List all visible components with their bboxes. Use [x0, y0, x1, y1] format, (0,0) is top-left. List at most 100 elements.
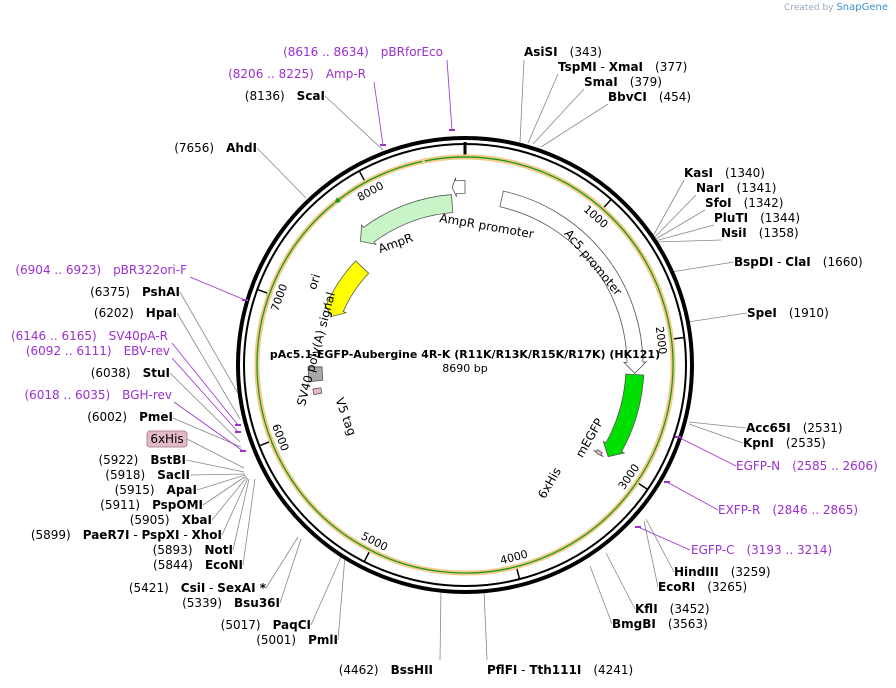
site-bsshii[interactable]: (4462)BssHII: [339, 663, 433, 677]
primer-bgh-rev[interactable]: (6018 .. 6035)BGH-rev: [24, 388, 172, 402]
site-kfli[interactable]: KflI(3452): [635, 602, 710, 616]
plasmid-length: 8690 bp: [442, 362, 487, 375]
primer-ebv-rev[interactable]: (6092 .. 6111)EBV-rev: [26, 344, 170, 358]
site-kpni[interactable]: KpnI(2535): [743, 436, 826, 450]
site-smai[interactable]: SmaI(379): [584, 75, 662, 89]
site-asisi[interactable]: AsiSI(343): [524, 45, 602, 59]
feature-sv40-poly-a-signal[interactable]: [307, 366, 324, 383]
primer-leader: [173, 401, 244, 452]
site-pspomi[interactable]: (5911)PspOMI: [100, 498, 203, 512]
leader-line: [189, 473, 246, 476]
leader-line: [242, 478, 256, 566]
site-scai[interactable]: (8136)ScaI: [245, 89, 325, 103]
site-bbvci[interactable]: BbvCI(454): [608, 90, 691, 104]
tick-mark: [259, 440, 271, 447]
leader-line: [202, 475, 247, 506]
leader-line: [688, 421, 747, 429]
primer-leader: [666, 481, 719, 511]
site-hpai[interactable]: (6202)HpaI: [94, 306, 177, 320]
site-bspdi-clai[interactable]: BspDI - ClaI(1660): [734, 255, 863, 269]
primer-leader: [373, 81, 384, 146]
leader-line: [654, 224, 715, 242]
leader-line: [651, 179, 685, 239]
feature-chip-6xhis[interactable]: 6xHis: [150, 432, 183, 446]
feature-ac5-promoter[interactable]: [499, 190, 647, 374]
primer-pbr322ori-f[interactable]: (6904 .. 6923)pBR322ori-F: [15, 263, 187, 277]
leader-line: [279, 538, 302, 604]
site-sfoi[interactable]: SfoI(1342): [705, 196, 783, 210]
tick-mark: [257, 288, 269, 295]
primer-egfp-n[interactable]: EGFP-N(2585 .. 2606): [736, 459, 878, 473]
primer-leader: [446, 59, 453, 131]
primer-leader: [171, 342, 239, 426]
site-hindiii[interactable]: HindIII(3259): [674, 565, 771, 579]
site-bsu36i[interactable]: (5339)Bsu36I: [182, 596, 280, 610]
leader-line: [176, 312, 241, 420]
leader-line: [211, 476, 248, 521]
feature-v5-tag[interactable]: [312, 387, 323, 396]
feature-ampr-promoter[interactable]: [451, 177, 466, 197]
leader-line: [439, 589, 442, 661]
primer-exfp-r[interactable]: EXFP-R(2846 .. 2865): [718, 503, 858, 517]
site-spei[interactable]: SpeI(1910): [747, 306, 829, 320]
site-noti[interactable]: (5893)NotI: [153, 543, 233, 557]
site-acc65i[interactable]: Acc65I(2531): [746, 421, 843, 435]
tick-mark: [363, 550, 371, 563]
site-nsii[interactable]: NsiI(1358): [721, 226, 799, 240]
tick-mark: [515, 567, 521, 580]
leader-line: [687, 312, 748, 323]
feature-chip-bg: [146, 430, 188, 448]
site-ecori[interactable]: EcoRI(3265): [658, 580, 747, 594]
site-paer7i-pspxi-xhoi[interactable]: (5899)PaeR7I - PspXI - XhoI: [31, 528, 222, 542]
site-econi[interactable]: (5844)EcoNI: [153, 558, 243, 572]
leader-line: [186, 438, 245, 469]
primer-leader: [171, 357, 239, 433]
site-ahdi[interactable]: (7656)AhdI: [174, 141, 257, 155]
leader-line: [324, 95, 384, 151]
feature-label: ori: [305, 272, 323, 291]
backbone: [236, 136, 694, 594]
site-csii-sexai[interactable]: (5421)CsiI - SexAI *: [129, 581, 267, 595]
site-nari[interactable]: NarI(1341): [696, 181, 776, 195]
site-bstbi[interactable]: (5922)BstBI: [98, 453, 186, 467]
orf-arrow[interactable]: [256, 156, 674, 574]
site-pmli[interactable]: (5001)PmlI: [256, 633, 338, 647]
site-xbai[interactable]: (5905)XbaI: [130, 513, 212, 527]
feature-ori[interactable]: [323, 260, 370, 317]
leader-line: [589, 565, 613, 625]
leader-line: [653, 209, 706, 241]
site-apai[interactable]: (5915)ApaI: [115, 483, 197, 497]
primer-leader: [189, 276, 246, 301]
leader-line: [645, 518, 675, 573]
leader-line: [655, 239, 722, 243]
feature-megfp[interactable]: [602, 373, 645, 458]
leader-line: [256, 147, 307, 199]
primer-sv40pa-r[interactable]: (6146 .. 6165)SV40pA-R: [11, 329, 168, 343]
primer-egfp-c[interactable]: EGFP-C(3193 .. 3214): [691, 543, 832, 557]
leader-line: [643, 520, 659, 588]
leader-line: [532, 88, 585, 145]
credit-prefix: Created by: [784, 3, 834, 13]
feature-6xhis[interactable]: [593, 449, 604, 457]
site-pshai[interactable]: (6375)PshAI: [90, 285, 180, 299]
site-paqci[interactable]: (5017)PaqCI: [221, 618, 311, 632]
leader-line: [483, 589, 488, 661]
feature-label: V5 tag: [332, 396, 359, 438]
leader-line: [232, 478, 250, 551]
primer-amp-r[interactable]: (8206 .. 8225)Amp-R: [228, 67, 366, 81]
site-sacii[interactable]: (5918)SacII: [105, 468, 190, 482]
primer-marks: [171, 59, 737, 551]
site-bmgbi[interactable]: BmgBI(3563): [612, 617, 708, 631]
site-pluti[interactable]: PluTI(1344): [714, 211, 800, 225]
feature-ampr[interactable]: [360, 194, 454, 245]
site-leader-lines: [169, 59, 748, 661]
primer-pbrforeco[interactable]: (8616 .. 8634)pBRforEco: [283, 45, 443, 59]
site-tspmi-xmai[interactable]: TspMI - XmaI(377): [558, 60, 687, 74]
site-kasi[interactable]: KasI(1340): [684, 166, 765, 180]
site-stui[interactable]: (6038)StuI: [91, 366, 170, 380]
site-pflfi-tth111i[interactable]: PflFI - Tth111I(4241): [487, 663, 633, 677]
feature-label: Ac5 promoter: [561, 227, 624, 299]
leader-line: [688, 423, 744, 444]
site-pmei[interactable]: (6002)PmeI: [87, 410, 173, 424]
